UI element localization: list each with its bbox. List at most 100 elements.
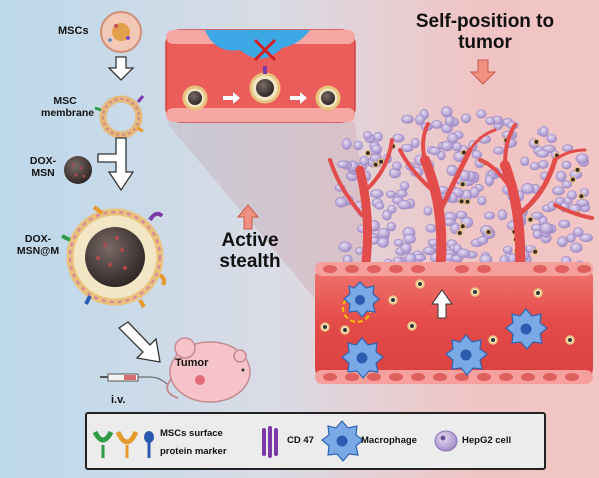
hepg2-cell <box>336 160 349 169</box>
blood-vessel <box>315 262 593 384</box>
hepg2-cell <box>497 209 508 221</box>
hepg2-cell <box>455 210 468 220</box>
hepg2-cell <box>401 114 414 124</box>
tumor-region <box>334 106 593 275</box>
legend-cd47: CD 47 <box>287 435 314 446</box>
hepg2-cell <box>493 146 505 155</box>
hepg2-cell <box>425 224 437 233</box>
label-mscs: MSCs <box>58 25 89 37</box>
hepg2-cell <box>385 190 397 199</box>
hepg2-cell <box>397 200 412 210</box>
hepg2-legend-icon <box>434 430 458 452</box>
hepg2-cell <box>555 170 567 182</box>
hepg2-cell <box>341 138 352 150</box>
hepg2-cell <box>370 144 383 154</box>
legend-surface-marker-line1: MSCs surface <box>160 428 223 439</box>
syringe <box>100 373 169 386</box>
arrow-to-mouse <box>117 321 161 363</box>
nanoparticle <box>456 229 463 237</box>
label-iv: i.v. <box>111 394 126 406</box>
label-tumor: Tumor <box>175 357 209 369</box>
hepg2-cell <box>411 137 420 149</box>
hepg2-cell <box>520 156 530 166</box>
nanoparticle <box>574 166 581 174</box>
label-self-position: Self-position to tumor <box>415 11 555 53</box>
hepg2-cell <box>386 221 397 232</box>
hepg2-cell <box>393 238 404 247</box>
hepg2-cell <box>375 201 385 210</box>
hepg2-cell <box>471 150 483 159</box>
hepg2-cell <box>400 242 412 254</box>
hepg2-cell <box>476 235 489 245</box>
hepg2-cell <box>529 162 540 171</box>
hepg2-cell <box>431 120 443 129</box>
hepg2-cell <box>392 161 402 171</box>
hepg2-cell <box>476 109 487 119</box>
vessel-branches <box>328 122 594 275</box>
nanoparticle <box>527 216 534 223</box>
macrophage-legend-icon <box>321 420 364 462</box>
hepg2-cell <box>440 106 453 118</box>
dox-msn-m-particle <box>61 205 166 308</box>
hepg2-cell <box>484 174 494 187</box>
hepg2-cell <box>423 206 433 216</box>
nanoparticle <box>533 138 540 146</box>
hepg2-cell <box>539 222 553 235</box>
hepg2-cell <box>452 142 462 152</box>
legend-surface-marker-line2: protein marker <box>160 446 227 457</box>
hepg2-cell <box>415 114 425 126</box>
dox-msn-particle <box>64 156 92 184</box>
hepg2-cell <box>370 189 384 199</box>
hepg2-cell <box>377 237 389 248</box>
macrophage-1 <box>343 281 380 318</box>
label-active-stealth: Active stealth <box>219 230 281 272</box>
hepg2-cell <box>392 133 405 143</box>
hepg2-cell <box>567 190 577 200</box>
label-dox-msn-m: DOX- MSN@M <box>16 233 60 257</box>
nanoparticle <box>459 222 466 230</box>
hepg2-cell <box>566 233 576 243</box>
hepg2-cell <box>400 181 410 191</box>
hepg2-cell <box>537 160 549 169</box>
zoom-funnel <box>166 122 372 300</box>
hepg2-cell <box>387 204 397 214</box>
nanoparticle <box>458 198 465 205</box>
nanoparticle <box>377 158 385 165</box>
hepg2-cell <box>403 233 416 244</box>
arrow-down-1 <box>107 56 135 81</box>
label-msc-membrane: MSC membrane <box>41 95 95 119</box>
legend-hepg2: HepG2 cell <box>462 435 512 446</box>
hepg2-cell <box>535 149 550 158</box>
hepg2-cell <box>335 197 348 208</box>
hepg2-cell <box>485 116 496 126</box>
hepg2-cell <box>531 211 544 220</box>
macrophage-4 <box>445 334 488 376</box>
hepg2-cell <box>338 241 352 253</box>
active-stealth-arrow <box>236 204 260 230</box>
hepg2-cell <box>359 155 370 166</box>
hepg2-cell <box>576 199 590 207</box>
nanoparticle <box>532 248 539 255</box>
hepg2-cell <box>456 248 471 258</box>
msc-cell <box>100 11 142 53</box>
blue-marker-icon <box>144 431 154 458</box>
hepg2-cell <box>552 186 565 196</box>
macrophage-3 <box>341 337 384 379</box>
hepg2-cell <box>429 147 441 156</box>
hepg2-cell <box>353 140 363 151</box>
nanoparticle <box>372 161 379 168</box>
hepg2-cell <box>362 131 373 140</box>
hepg2-cell <box>423 246 436 256</box>
inset-panel <box>165 29 356 123</box>
hepg2-cell <box>570 242 583 253</box>
mouse <box>166 337 251 403</box>
hepg2-cell <box>572 227 584 237</box>
hepg2-cell <box>532 229 542 239</box>
nanoparticle <box>459 181 466 188</box>
hepg2-cell <box>447 133 459 144</box>
hepg2-cell <box>579 233 593 243</box>
macrophage-2 <box>505 308 548 350</box>
green-marker-icon <box>92 430 114 458</box>
